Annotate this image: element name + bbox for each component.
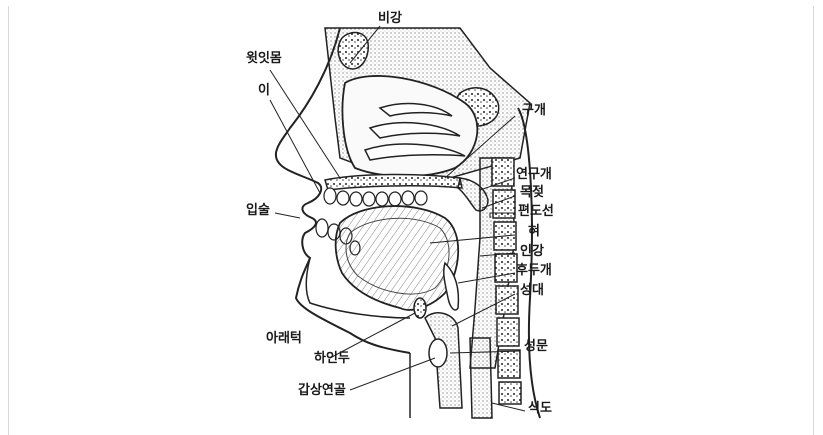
label-lower-jaw: 아래턱 xyxy=(266,332,302,346)
tongue xyxy=(336,206,459,310)
hard-palate xyxy=(325,174,462,190)
label-epiglottis: 후두개 xyxy=(516,264,552,278)
label-tongue: 혀 xyxy=(528,225,540,239)
label-glottis: 성문 xyxy=(524,340,548,354)
label-pharynx: 인강 xyxy=(520,245,544,259)
label-nasal-cavity: 비강 xyxy=(378,12,402,26)
label-hyoid: 하인두 xyxy=(314,352,350,366)
label-thyroid-cartilage: 갑상연골 xyxy=(298,384,346,398)
anatomy-figure: 비강 윗잇몸 이 입술 아래턱 하인두 갑상연골 구개 연구개 목젖 편도선 혀… xyxy=(230,8,600,428)
vertebral-column xyxy=(492,158,521,404)
esophagus xyxy=(470,338,492,418)
label-esophagus: 식도 xyxy=(528,402,552,416)
frontal-sinus xyxy=(338,33,368,69)
label-teeth: 이 xyxy=(258,84,270,98)
label-uvula: 목젖 xyxy=(520,186,544,200)
label-soft-palate: 연구개 xyxy=(516,168,552,182)
label-lips: 입술 xyxy=(246,204,270,218)
upper-teeth xyxy=(324,188,427,206)
thyroid-cartilage xyxy=(429,339,447,367)
label-vocal-cords: 성대 xyxy=(520,284,544,298)
label-hard-palate: 구개 xyxy=(522,104,546,118)
label-tonsil: 편도선 xyxy=(518,205,554,219)
label-upper-gum: 윗잇몸 xyxy=(246,52,282,66)
hyoid-bone xyxy=(414,298,426,318)
